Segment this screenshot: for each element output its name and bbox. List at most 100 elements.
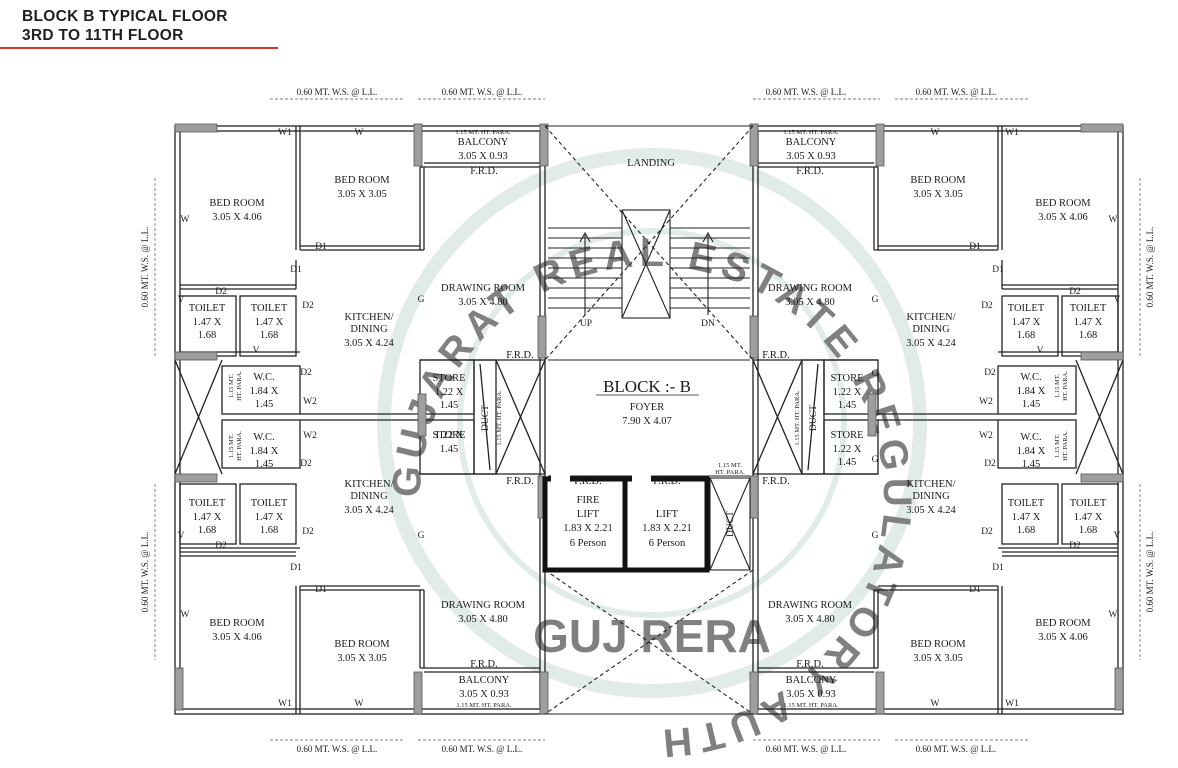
room-dimension: 1.47 X xyxy=(193,317,222,328)
svg-text:F.R.D.: F.R.D. xyxy=(796,166,823,177)
watermark-ring-outer xyxy=(377,148,927,698)
svg-text:D2: D2 xyxy=(1069,287,1081,297)
svg-text:DUCT: DUCT xyxy=(809,405,819,431)
plan-subtitle: 3RD TO 11TH FLOOR xyxy=(22,27,184,44)
para-note: 1.15 MT. HT. PARA. xyxy=(456,702,512,709)
room-label: STORE xyxy=(432,430,465,441)
labels-right: 0.60 MT. W.S. @ L.L. 0.60 MT. W.S. @ L.L… xyxy=(762,87,1155,754)
room-dimension: 1.68 xyxy=(198,330,216,341)
room-dimension: 3.05 X 4.80 xyxy=(458,297,508,308)
svg-text:BED ROOM: BED ROOM xyxy=(1035,198,1091,209)
room-dimension: 3.05 X 4.06 xyxy=(212,632,262,643)
lift-label: LIFT xyxy=(656,509,679,520)
svg-text:DINING: DINING xyxy=(912,491,950,502)
svg-text:1.15 MT. HT. PARA.: 1.15 MT. HT. PARA. xyxy=(794,390,801,446)
room-dimension: 3.05 X 0.93 xyxy=(458,151,508,162)
svg-text:KITCHEN/: KITCHEN/ xyxy=(907,479,956,490)
svg-text:3.05 X 4.06: 3.05 X 4.06 xyxy=(1038,212,1088,223)
svg-text:D1: D1 xyxy=(290,563,302,573)
ws-label: 0.60 MT. W.S. @ L.L. xyxy=(1145,227,1155,308)
svg-text:F.R.D.: F.R.D. xyxy=(653,476,680,487)
svg-text:DRAWING ROOM: DRAWING ROOM xyxy=(768,283,853,294)
svg-text:D2: D2 xyxy=(984,459,996,469)
room-dimension: 1.45 xyxy=(255,459,273,470)
lift-door-gap xyxy=(632,474,651,482)
svg-text:F.R.D.: F.R.D. xyxy=(796,659,823,670)
svg-text:BED ROOM: BED ROOM xyxy=(1035,618,1091,629)
svg-text:1.47 X: 1.47 X xyxy=(1012,512,1041,523)
ws-label: 0.60 MT. W.S. @ L.L. xyxy=(297,87,378,97)
svg-text:W: W xyxy=(181,215,190,225)
duct-label: DUCT xyxy=(481,405,491,431)
room-dimension: 1.68 xyxy=(198,525,216,536)
labels-left: 0.60 MT. W.S. @ L.L. 0.60 MT. W.S. @ L.L… xyxy=(140,87,534,754)
svg-text:DRAWING ROOM: DRAWING ROOM xyxy=(768,600,853,611)
svg-text:TOILET: TOILET xyxy=(1070,303,1107,314)
svg-text:3.05 X 3.05: 3.05 X 3.05 xyxy=(913,189,963,200)
svg-text:D2: D2 xyxy=(300,459,312,469)
svg-text:1.45: 1.45 xyxy=(838,457,856,468)
ws-label: 0.60 MT. W.S. @ L.L. xyxy=(140,227,150,308)
svg-text:1.68: 1.68 xyxy=(1017,525,1035,536)
room-dimension: 1.84 X xyxy=(250,386,279,397)
room-label: DINING xyxy=(350,324,388,335)
room-dimension: 1.68 xyxy=(260,330,278,341)
svg-text:1.15 MT.: 1.15 MT. xyxy=(718,462,742,469)
room-label: BED ROOM xyxy=(209,198,265,209)
room-label: DRAWING ROOM xyxy=(441,600,526,611)
outline-left xyxy=(174,125,546,715)
ws-label: 0.60 MT. W.S. @ L.L. xyxy=(442,87,523,97)
fire-lift-label: LIFT xyxy=(577,509,600,520)
svg-text:1.15 MT. HT. PARA.: 1.15 MT. HT. PARA. xyxy=(783,129,839,136)
ws-label: 0.60 MT. W.S. @ L.L. xyxy=(766,744,847,754)
svg-text:V: V xyxy=(1037,346,1044,356)
svg-text:3.05 X 4.80: 3.05 X 4.80 xyxy=(785,297,835,308)
core xyxy=(544,125,754,715)
ws-label: 0.60 MT. W.S. @ L.L. xyxy=(140,532,150,613)
svg-text:D1: D1 xyxy=(290,265,302,275)
room-dimension: 3.05 X 0.93 xyxy=(459,689,509,700)
svg-text:W.C.: W.C. xyxy=(1020,432,1041,443)
svg-text:BED ROOM: BED ROOM xyxy=(910,175,966,186)
door-label: F.R.D. xyxy=(470,659,497,670)
room-dimension: 1.22 X xyxy=(435,430,464,441)
svg-text:W: W xyxy=(355,128,364,138)
room-label: STORE xyxy=(432,373,465,384)
svg-text:1.22 X: 1.22 X xyxy=(833,387,862,398)
svg-text:1.47 X: 1.47 X xyxy=(1074,317,1103,328)
svg-text:D2: D2 xyxy=(981,301,993,311)
svg-text:1.68: 1.68 xyxy=(1079,330,1097,341)
landing-label: LANDING xyxy=(627,158,675,169)
ws-label: 0.60 MT. W.S. @ L.L. xyxy=(442,744,523,754)
svg-text:TOILET: TOILET xyxy=(1008,303,1045,314)
room-label: BED ROOM xyxy=(334,175,390,186)
svg-text:D1: D1 xyxy=(992,265,1004,275)
ws-label: 0.60 MT. W.S. @ L.L. xyxy=(916,744,997,754)
stair-up-label: UP xyxy=(580,319,592,329)
svg-text:W: W xyxy=(181,610,190,620)
svg-text:W: W xyxy=(931,699,940,709)
room-label: DINING xyxy=(350,491,388,502)
svg-text:3.05 X 4.80: 3.05 X 4.80 xyxy=(785,614,835,625)
svg-text:HT. PARA.: HT. PARA. xyxy=(1062,431,1069,461)
svg-text:1.22 X: 1.22 X xyxy=(833,444,862,455)
svg-text:G: G xyxy=(872,369,879,379)
foyer-dimension: 7.90 X 4.07 xyxy=(622,416,672,427)
para-note: HT. PARA. xyxy=(236,431,243,461)
svg-text:V: V xyxy=(253,346,260,356)
svg-text:1.45: 1.45 xyxy=(1022,399,1040,410)
svg-text:D2: D2 xyxy=(302,527,314,537)
walls-right xyxy=(752,125,1124,715)
fire-lift-label: FIRE xyxy=(577,495,600,506)
svg-text:HT. PARA.: HT. PARA. xyxy=(1062,371,1069,401)
svg-text:W: W xyxy=(1109,215,1118,225)
room-dimension: 3.05 X 4.24 xyxy=(344,338,394,349)
foyer-label: FOYER xyxy=(630,402,664,413)
svg-text:1.45: 1.45 xyxy=(1022,459,1040,470)
svg-text:W: W xyxy=(1109,610,1118,620)
svg-text:D2: D2 xyxy=(984,368,996,378)
svg-text:1.15 MT.: 1.15 MT. xyxy=(1054,434,1061,458)
room-dimension: 3.05 X 4.80 xyxy=(458,614,508,625)
room-label: BED ROOM xyxy=(334,639,390,650)
room-dimension: 1.47 X xyxy=(255,512,284,523)
